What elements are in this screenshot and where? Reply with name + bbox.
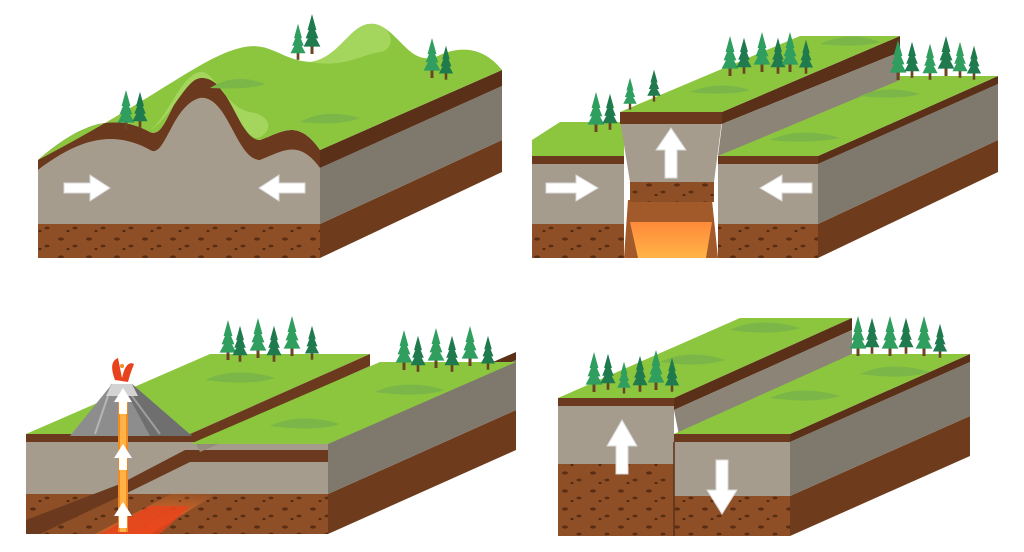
tree-icon <box>904 41 920 78</box>
arrow-left-icon <box>258 174 306 202</box>
tree-icon <box>898 317 914 354</box>
tree-icon <box>966 45 982 80</box>
tree-icon <box>664 357 680 392</box>
tree-icon <box>600 353 616 390</box>
panel-normal-fault <box>558 318 970 536</box>
panel-subduction <box>26 352 516 534</box>
trees <box>117 14 982 394</box>
grass-surface <box>38 23 502 160</box>
tree-icon <box>219 320 237 360</box>
tree-icon <box>864 317 880 354</box>
tree-icon <box>736 37 752 74</box>
tree-icon <box>770 37 786 74</box>
soil-side <box>320 140 502 258</box>
panel-reverse-fault <box>532 36 998 258</box>
tree-icon <box>721 36 739 76</box>
tree-icon <box>587 92 605 132</box>
tree-icon <box>395 330 413 370</box>
volcano-icon <box>70 358 192 436</box>
tree-icon <box>303 14 321 54</box>
tree-icon <box>922 43 938 80</box>
arrow-right-icon <box>63 174 111 202</box>
tree-icon <box>889 40 907 80</box>
tree-icon <box>132 91 148 128</box>
arrow-up-icon <box>655 127 687 179</box>
tree-icon <box>249 318 267 358</box>
tree-icon <box>266 325 282 362</box>
tree-icon <box>781 32 799 72</box>
tree-icon <box>232 325 248 362</box>
arrow-up-icon <box>114 388 132 414</box>
arrow-up-icon <box>114 502 132 528</box>
tree-icon <box>438 45 454 80</box>
tree-icon <box>480 335 496 370</box>
topsoil-fold <box>38 77 320 170</box>
tree-icon <box>647 350 665 390</box>
arrow-up-icon <box>606 418 638 475</box>
arrow-right-icon <box>545 174 599 202</box>
tree-icon <box>304 325 320 360</box>
tree-icon <box>753 32 771 72</box>
arrow-left-icon <box>759 174 813 202</box>
rock-side <box>320 86 502 224</box>
tree-icon <box>585 352 603 392</box>
tree-icon <box>283 316 301 356</box>
tree-icon <box>623 77 637 110</box>
rock-front <box>38 97 320 224</box>
arrow-up-icon <box>114 444 132 470</box>
tree-icon <box>461 326 479 366</box>
tree-icon <box>952 41 968 78</box>
tree-icon <box>647 69 661 102</box>
tree-icon <box>937 36 955 76</box>
tree-icon <box>290 23 306 60</box>
tree-icon <box>427 328 445 368</box>
tree-icon <box>423 38 441 78</box>
tree-icon <box>915 316 933 356</box>
tree-icon <box>881 316 899 356</box>
panel-folding <box>38 23 502 258</box>
tree-icon <box>632 355 648 392</box>
tree-icon <box>444 335 460 372</box>
tree-icon <box>798 39 814 74</box>
tree-icon <box>117 90 135 130</box>
arrow-down-icon <box>706 459 738 515</box>
tree-icon <box>617 361 631 394</box>
tree-icon <box>849 316 867 356</box>
tree-icon <box>932 323 948 358</box>
tree-icon <box>410 335 426 372</box>
tree-icon <box>602 93 618 130</box>
